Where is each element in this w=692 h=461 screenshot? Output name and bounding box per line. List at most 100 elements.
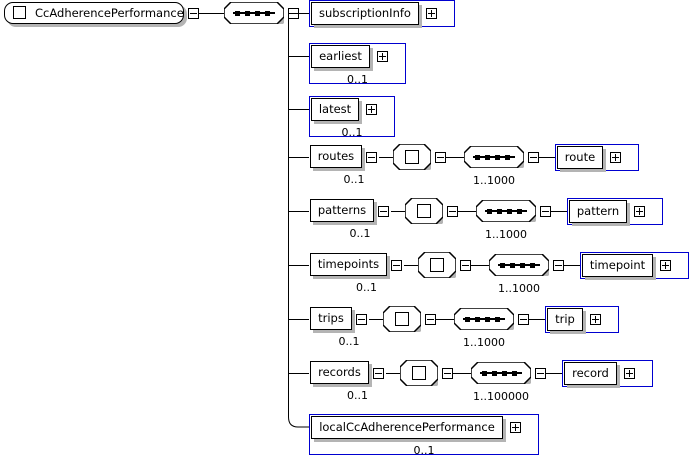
branch-line-5 <box>288 265 309 266</box>
branch-line-7 <box>288 373 309 374</box>
line-to-leaf-timepoints <box>564 265 580 266</box>
occurrence-label: 0..1 <box>347 72 368 86</box>
expand-toggle-trip[interactable] <box>590 313 601 325</box>
occurrence-label: 0..1 <box>343 172 365 186</box>
root-sequence-node[interactable] <box>224 2 284 24</box>
line-to-sequence-records <box>453 373 471 374</box>
expand-toggle-timepoint[interactable] <box>660 259 671 271</box>
complextype-toggle-routes[interactable] <box>435 152 446 163</box>
branch-line-4 <box>288 211 309 212</box>
complextype-node-patterns[interactable] <box>405 198 443 224</box>
sequence-dot <box>492 370 497 376</box>
element-icon <box>13 6 26 19</box>
element-label-plate: pattern <box>569 199 627 223</box>
element-node-timepoint[interactable]: timepoint <box>580 251 689 279</box>
line-to-sequence-routes <box>446 157 464 158</box>
collapse-toggle-routes[interactable] <box>366 152 377 163</box>
expand-toggle-subscriptionInfo[interactable] <box>426 7 437 19</box>
collapse-toggle-records[interactable] <box>373 368 384 379</box>
occurrence-label: 0..1 <box>347 388 368 402</box>
expand-toggle-localCcAdherencePerformance[interactable] <box>510 421 521 433</box>
expand-toggle-latest[interactable] <box>366 103 377 115</box>
sequence-dot <box>465 316 470 322</box>
element-label-plate: patterns <box>310 198 374 222</box>
complextype-icon <box>395 312 409 326</box>
element-node-subscriptionInfo[interactable]: subscriptionInfo <box>309 0 455 27</box>
sequence-icon <box>480 372 522 374</box>
sequence-occurrence-label: 1..100000 <box>473 390 529 403</box>
element-node-trip[interactable]: trip <box>545 305 619 333</box>
line-to-leaf-records <box>546 373 562 374</box>
sequence-icon <box>233 12 275 14</box>
sequence-dot <box>512 370 517 376</box>
collapse-toggle-timepoints[interactable] <box>391 260 402 271</box>
branch-line-6 <box>288 319 309 320</box>
line-to-sequence-trips <box>436 319 454 320</box>
complextype-toggle-records[interactable] <box>442 368 453 379</box>
expand-toggle-pattern[interactable] <box>634 205 645 217</box>
sequence-dot <box>475 316 480 322</box>
sequence-dot <box>485 154 490 160</box>
line-to-complextype-timepoints <box>404 265 418 266</box>
sequence-toggle-trips[interactable] <box>518 314 529 325</box>
element-node-latest[interactable]: latest 0..1 <box>309 95 395 139</box>
complextype-node-trips[interactable] <box>383 306 421 332</box>
element-node-route[interactable]: route <box>555 143 639 171</box>
sequence-node-trips[interactable]: 1..1000 <box>454 308 514 349</box>
sequence-dot <box>245 10 250 16</box>
branch-line-1 <box>288 56 309 57</box>
collapse-toggle-patterns[interactable] <box>378 206 389 217</box>
element-label-plate: trips <box>310 306 352 330</box>
sequence-icon <box>498 264 540 266</box>
sequence-node-timepoints[interactable]: 1..1000 <box>489 254 549 295</box>
element-node-record[interactable]: record <box>562 359 653 387</box>
sequence-toggle-records[interactable] <box>535 368 546 379</box>
sequence-dot <box>505 154 510 160</box>
sequence-toggle-timepoints[interactable] <box>553 260 564 271</box>
complextype-toggle-trips[interactable] <box>425 314 436 325</box>
tree-trunk-line <box>288 13 289 373</box>
root-collapse-toggle[interactable] <box>188 8 199 19</box>
occurrence-label: 0..1 <box>341 125 363 139</box>
element-label-plate: records <box>310 360 369 384</box>
complextype-toggle-patterns[interactable] <box>447 206 458 217</box>
sequence-dot <box>482 370 487 376</box>
sequence-dot <box>265 10 270 16</box>
element-label-plate: localCcAdherencePerformance <box>311 415 503 439</box>
sequence-toggle-routes[interactable] <box>528 152 539 163</box>
sequence-dot <box>530 262 535 268</box>
collapse-toggle-trips[interactable] <box>356 314 367 325</box>
element-label-plate: timepoints <box>310 252 387 276</box>
sequence-dot <box>510 262 515 268</box>
complextype-icon <box>430 258 444 272</box>
sequence-dot <box>497 208 502 214</box>
element-label-plate: latest <box>311 97 359 121</box>
root-to-sequence-line <box>199 13 224 14</box>
element-label-plate: trip <box>547 307 583 331</box>
expand-toggle-record[interactable] <box>624 367 635 379</box>
element-label-plate: route <box>557 145 603 169</box>
complextype-node-records[interactable] <box>400 360 438 386</box>
complextype-node-routes[interactable] <box>393 144 431 170</box>
expand-toggle-route[interactable] <box>610 151 621 163</box>
sequence-node-routes[interactable]: 1..1000 <box>464 146 524 187</box>
sequence-dot <box>495 316 500 322</box>
sequence-toggle-patterns[interactable] <box>540 206 551 217</box>
root-element-label: CcAdherencePerformance <box>35 6 184 20</box>
element-node-pattern[interactable]: pattern <box>567 197 663 225</box>
complextype-node-timepoints[interactable] <box>418 252 456 278</box>
sequence-node-patterns[interactable]: 1..1000 <box>476 200 536 241</box>
element-node-records[interactable]: records 0..1 <box>309 359 406 402</box>
root-element-node[interactable]: CcAdherencePerformance <box>4 2 184 24</box>
complextype-toggle-timepoints[interactable] <box>460 260 471 271</box>
sequence-node-records[interactable]: 1..100000 <box>471 362 531 403</box>
sequence-dot <box>485 316 490 322</box>
expand-toggle-earliest[interactable] <box>377 50 388 62</box>
